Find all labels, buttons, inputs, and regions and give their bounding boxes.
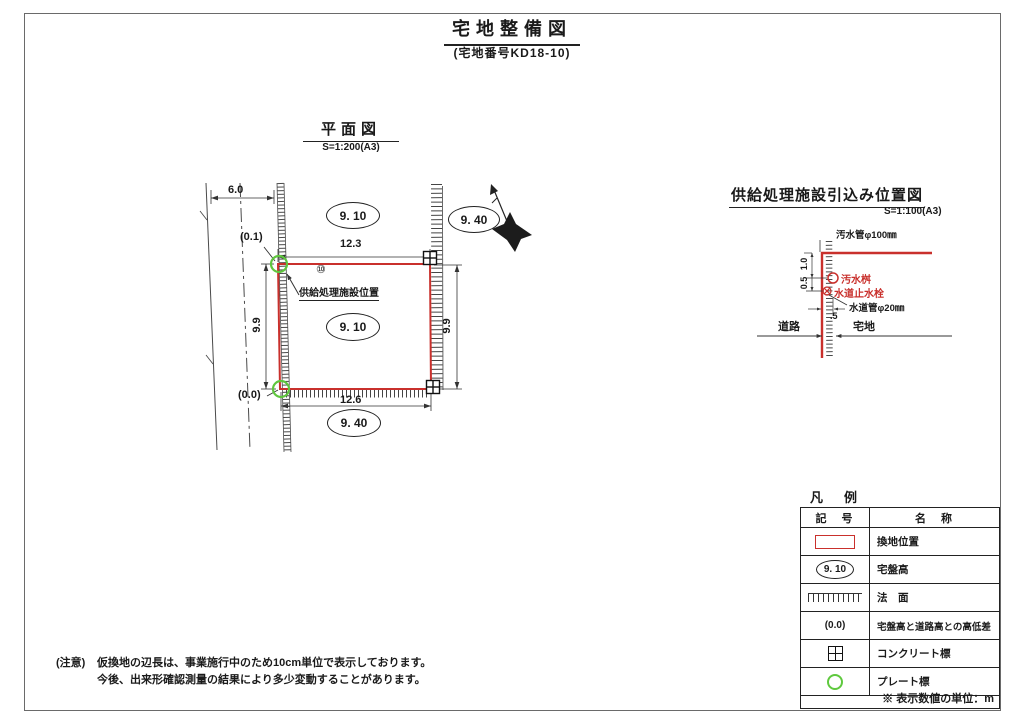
detail-heading: 供給処理施設引込み位置図 bbox=[729, 184, 926, 208]
detail-dim-h1: .5 bbox=[830, 311, 838, 321]
dim-right: 9.9 bbox=[441, 318, 453, 334]
road-label: 道路 bbox=[778, 321, 800, 333]
sheet-title: 宅地整備図 bbox=[444, 15, 580, 46]
level-oval-top: 9. 10 bbox=[326, 202, 380, 229]
page-border bbox=[24, 13, 1001, 711]
dim-top: 12.3 bbox=[340, 238, 362, 250]
plot-position-icon bbox=[815, 534, 855, 549]
dim-road-width: 6.0 bbox=[228, 184, 244, 196]
legend-row-plate: プレート標 bbox=[801, 667, 999, 695]
dim-left: 9.9 bbox=[251, 317, 263, 333]
legend-unit-note: ※ 表示数値の単位：m bbox=[800, 688, 1000, 709]
legend-row-elevation: 9. 10 宅盤高 bbox=[801, 555, 999, 583]
plate-marker-icon bbox=[269, 254, 289, 274]
north-arrow-icon bbox=[490, 184, 532, 252]
note-line2: 今後、出来形確認測量の結果により多少変動することがあります。 bbox=[97, 674, 426, 686]
level-diff-top: (0.1) bbox=[240, 231, 263, 243]
level-diff-bottom: (0.0) bbox=[238, 389, 261, 401]
note-label: (注意) bbox=[56, 657, 86, 669]
sewer-basin-icon bbox=[827, 272, 839, 284]
stop-valve-icon bbox=[822, 286, 832, 296]
legend-header-row: 記 号 名 称 bbox=[801, 508, 999, 527]
plan-scale: S=1:200(A3) bbox=[322, 142, 380, 153]
dim-bottom: 12.6 bbox=[340, 394, 362, 406]
legend-col-name: 名 称 bbox=[915, 512, 954, 525]
facility-symbol: ⑩ bbox=[316, 264, 326, 276]
level-oval-right: 9. 40 bbox=[448, 206, 500, 233]
elevation-oval-icon: 9. 10 bbox=[816, 560, 854, 579]
water-pipe-label: 水道管φ20㎜ bbox=[849, 303, 905, 314]
note-line1: 仮換地の辺長は、事業施行中のため10cm単位で表示しております。 bbox=[97, 657, 432, 669]
lot-label: 宅地 bbox=[853, 321, 875, 333]
facility-label: 供給処理施設位置 bbox=[299, 284, 379, 301]
legend-row-plot: 換地位置 bbox=[801, 527, 999, 555]
sewer-pipe-label: 汚水管φ100㎜ bbox=[836, 230, 897, 241]
sheet-subtitle: (宅地番号KD18-10) bbox=[453, 46, 571, 60]
concrete-marker-icon bbox=[827, 646, 843, 661]
road-lines bbox=[199, 182, 292, 453]
height-diff-symbol: (0.0) bbox=[824, 620, 846, 631]
level-oval-bottom: 9. 40 bbox=[327, 409, 381, 437]
slope-icon bbox=[808, 593, 862, 602]
slope-strips bbox=[286, 183, 444, 398]
legend-heading: 凡 例 bbox=[810, 490, 862, 505]
detail-scale: S=1:100(A3) bbox=[884, 206, 942, 217]
concrete-marker-icon bbox=[422, 250, 441, 395]
legend-row-slope: 法 面 bbox=[801, 583, 999, 611]
legend-row-height-diff: (0.0) 宅盤高と道路高との高低差 bbox=[801, 611, 999, 639]
level-oval-center: 9. 10 bbox=[326, 313, 380, 341]
detail-diagram bbox=[757, 240, 952, 358]
survey-markers bbox=[269, 250, 441, 399]
legend-table: 記 号 名 称 換地位置 9. 10 宅盤高 法 面 (0.0) 宅盤高と道路高… bbox=[800, 507, 1000, 696]
detail-dim-v1: 1.0 bbox=[799, 257, 809, 271]
plate-marker-icon bbox=[271, 379, 291, 399]
plate-marker-icon bbox=[827, 673, 843, 690]
stop-valve-label: 水道止水栓 bbox=[834, 289, 884, 300]
plan-heading: 平面図 bbox=[303, 118, 399, 142]
legend-col-symbol: 記 号 bbox=[801, 508, 870, 527]
sewer-basin-label: 汚水桝 bbox=[841, 275, 871, 286]
detail-dim-v2: 0.5 bbox=[799, 276, 809, 290]
legend-row-concrete: コンクリート標 bbox=[801, 639, 999, 667]
